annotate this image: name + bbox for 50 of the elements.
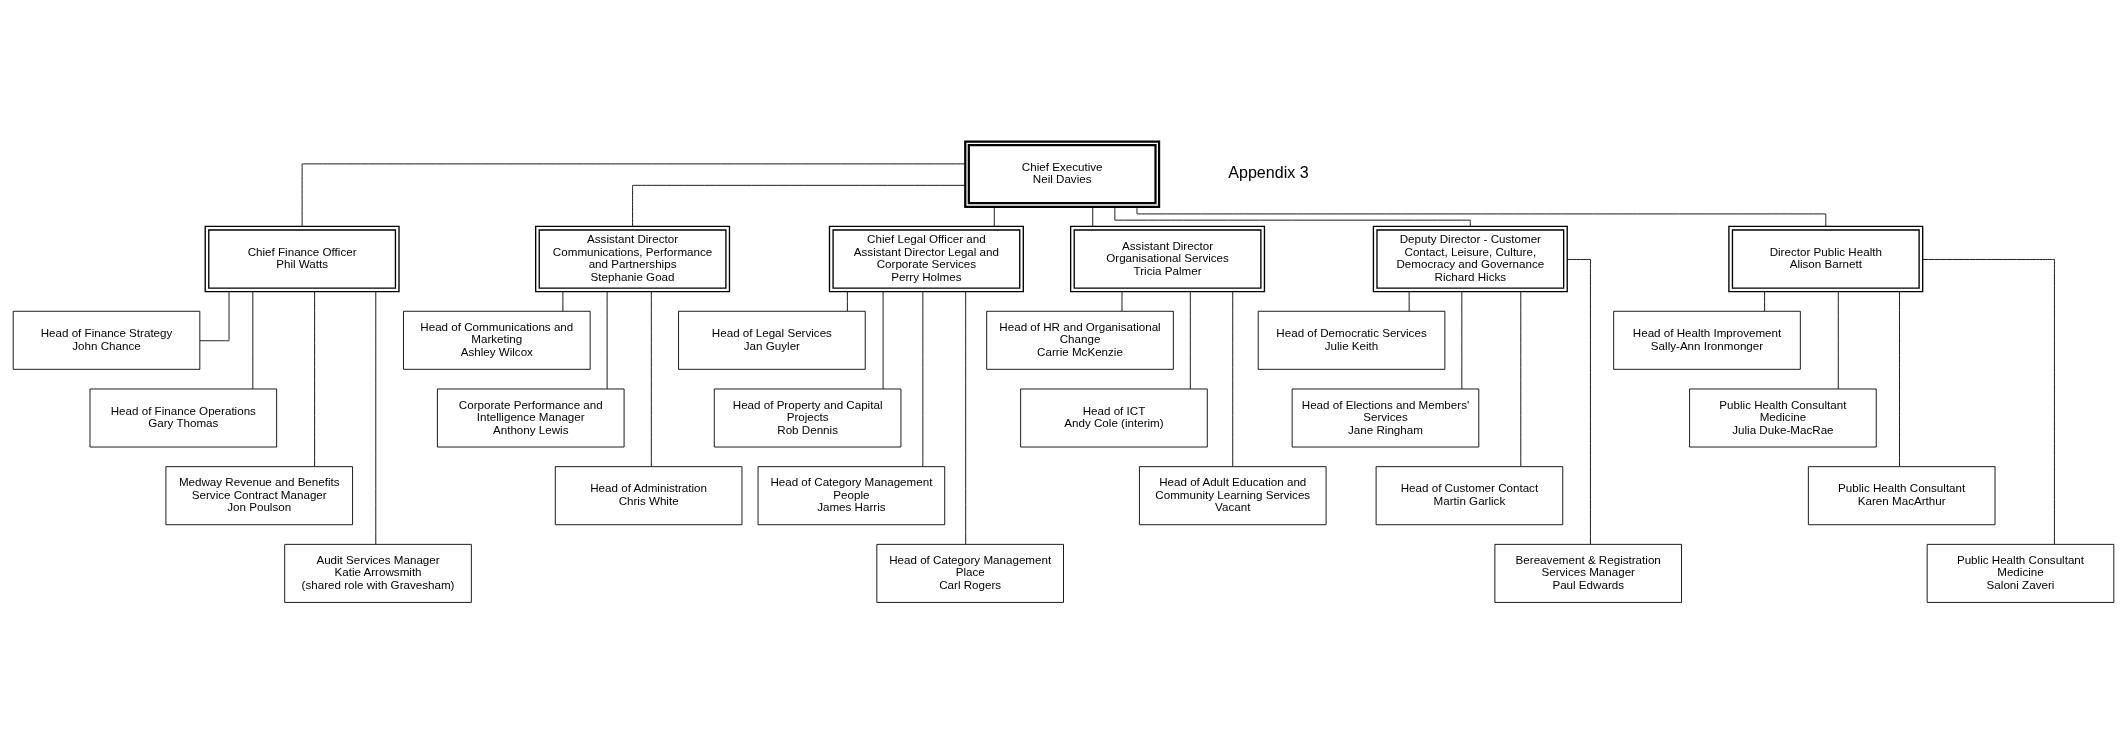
node-box: Head of Administration Chris White	[554, 466, 743, 526]
connector	[1232, 291, 1234, 467]
node-box: Head of Health Improvement Sally-Ann Ironmonger	[1613, 310, 1801, 370]
connector	[1461, 291, 1463, 390]
node-box: Head of Category Management Place Carl Rogers	[876, 543, 1064, 603]
node-box: Public Health Consultant Karen MacArthur	[1807, 466, 1996, 526]
node-box: Public Health Consultant Medicine Saloni Zaveri	[1926, 543, 2115, 603]
connector	[846, 291, 848, 312]
node-box: Head of Customer Contact Martin Garlick	[1375, 466, 1564, 526]
label: Appendix 3	[1228, 163, 1309, 182]
node-box: Head of Legal Services Jan Guyler	[678, 310, 866, 370]
connector	[1520, 291, 1522, 467]
connector	[1566, 259, 1591, 545]
connector	[199, 291, 230, 342]
connector	[1764, 291, 1766, 312]
node-box: Bereavement & Registration Services Manager Paul Edwards	[1494, 543, 1682, 603]
connector	[375, 291, 377, 545]
connector	[1922, 259, 2055, 545]
connector	[314, 291, 316, 467]
connector	[650, 291, 652, 467]
connector	[1189, 291, 1191, 390]
node-box: Head of Adult Education and Community Learning Services Vacant	[1138, 466, 1327, 526]
connector	[1899, 291, 1900, 467]
connector	[1837, 291, 1839, 390]
connector	[562, 291, 564, 312]
connector	[993, 206, 995, 227]
node-box: Head of Finance Strategy John Chance	[12, 310, 201, 370]
node-box: Head of ICT Andy Cole (interim)	[1020, 388, 1208, 448]
node-box: Head of Finance Operations Gary Thomas	[89, 388, 278, 448]
connector	[606, 291, 608, 390]
connector	[1114, 206, 1471, 227]
connector	[882, 291, 884, 390]
connector	[1121, 291, 1123, 312]
connector	[1408, 291, 1410, 312]
connector	[1092, 206, 1094, 227]
node-box: Medway Revenue and Benefits Service Contract Manager Jon Poulson	[165, 466, 353, 526]
node-box: Head of Communications and Marketing Ashley Wilcox	[403, 310, 591, 370]
node-box: Head of Category Management People James Harris	[757, 466, 946, 526]
connector	[632, 184, 966, 227]
node-box: Head of HR and Organisational Change Carrie McKenzie	[986, 310, 1174, 370]
connector	[922, 291, 924, 467]
connector	[301, 163, 966, 227]
node-box: Audit Services Manager Katie Arrowsmith (shared role with Gravesham)	[284, 543, 472, 603]
node-box: Public Health Consultant Medicine Julia Duke-MacRae	[1689, 388, 1877, 448]
node-box: Head of Elections and Members' Services Jane Ringham	[1291, 388, 1480, 448]
node-box: Head of Democratic Services Julie Keith	[1257, 310, 1446, 370]
connector	[252, 291, 254, 390]
node-box: Corporate Performance and Intelligence Manager Anthony Lewis	[436, 388, 625, 448]
connector	[965, 291, 967, 545]
node-box: Head of Property and Capital Projects Rob Dennis	[713, 388, 902, 448]
